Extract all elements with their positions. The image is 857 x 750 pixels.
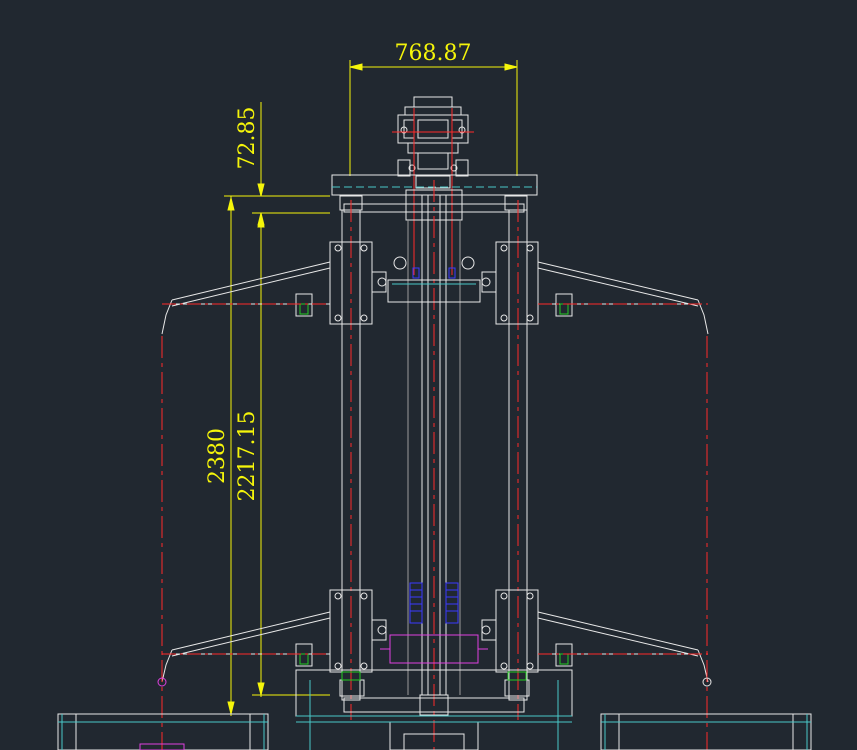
dimension-text-top-offset: 72.85 bbox=[235, 107, 260, 170]
upper-crossbar bbox=[387, 256, 481, 303]
top-drive-centerlines bbox=[392, 108, 474, 275]
upper-left-carriage bbox=[329, 241, 387, 325]
dimension-text-column-height: 2217.15 bbox=[235, 411, 260, 502]
lower-right-carriage bbox=[481, 589, 539, 673]
upper-left-arm-marker bbox=[162, 303, 330, 315]
bottom-right-frame bbox=[600, 713, 812, 750]
upper-right-arm-marker bbox=[538, 303, 708, 315]
bottom-left-frame-accent bbox=[58, 714, 268, 750]
dimension-overall-height bbox=[224, 196, 266, 716]
left-outer-marker bbox=[157, 677, 167, 687]
top-drive-assembly bbox=[397, 96, 469, 189]
upper-right-carriage bbox=[481, 241, 539, 325]
upper-right-arm bbox=[537, 261, 709, 335]
lower-clamp-magenta bbox=[380, 634, 488, 664]
inner-guide-rails bbox=[407, 220, 461, 695]
lower-left-arm-marker bbox=[162, 653, 330, 665]
upper-crossbar-accent bbox=[392, 267, 476, 285]
base-cyan-rails bbox=[296, 671, 572, 750]
bottom-left-frame bbox=[57, 713, 269, 750]
lower-left-arm bbox=[161, 611, 331, 683]
dimension-text-top-width: 768.87 bbox=[395, 41, 472, 66]
lower-left-carriage bbox=[329, 589, 387, 673]
upper-left-arm bbox=[161, 261, 331, 335]
dimension-top-width bbox=[349, 60, 518, 176]
spring-stack bbox=[409, 582, 459, 624]
dimension-column-height bbox=[252, 213, 330, 697]
dimension-text-overall-height: 2380 bbox=[205, 428, 230, 484]
right-outer-marker bbox=[702, 677, 712, 687]
lower-right-arm bbox=[537, 611, 709, 683]
lower-right-arm-marker bbox=[538, 653, 708, 665]
bottom-right-frame-accent bbox=[601, 714, 811, 750]
